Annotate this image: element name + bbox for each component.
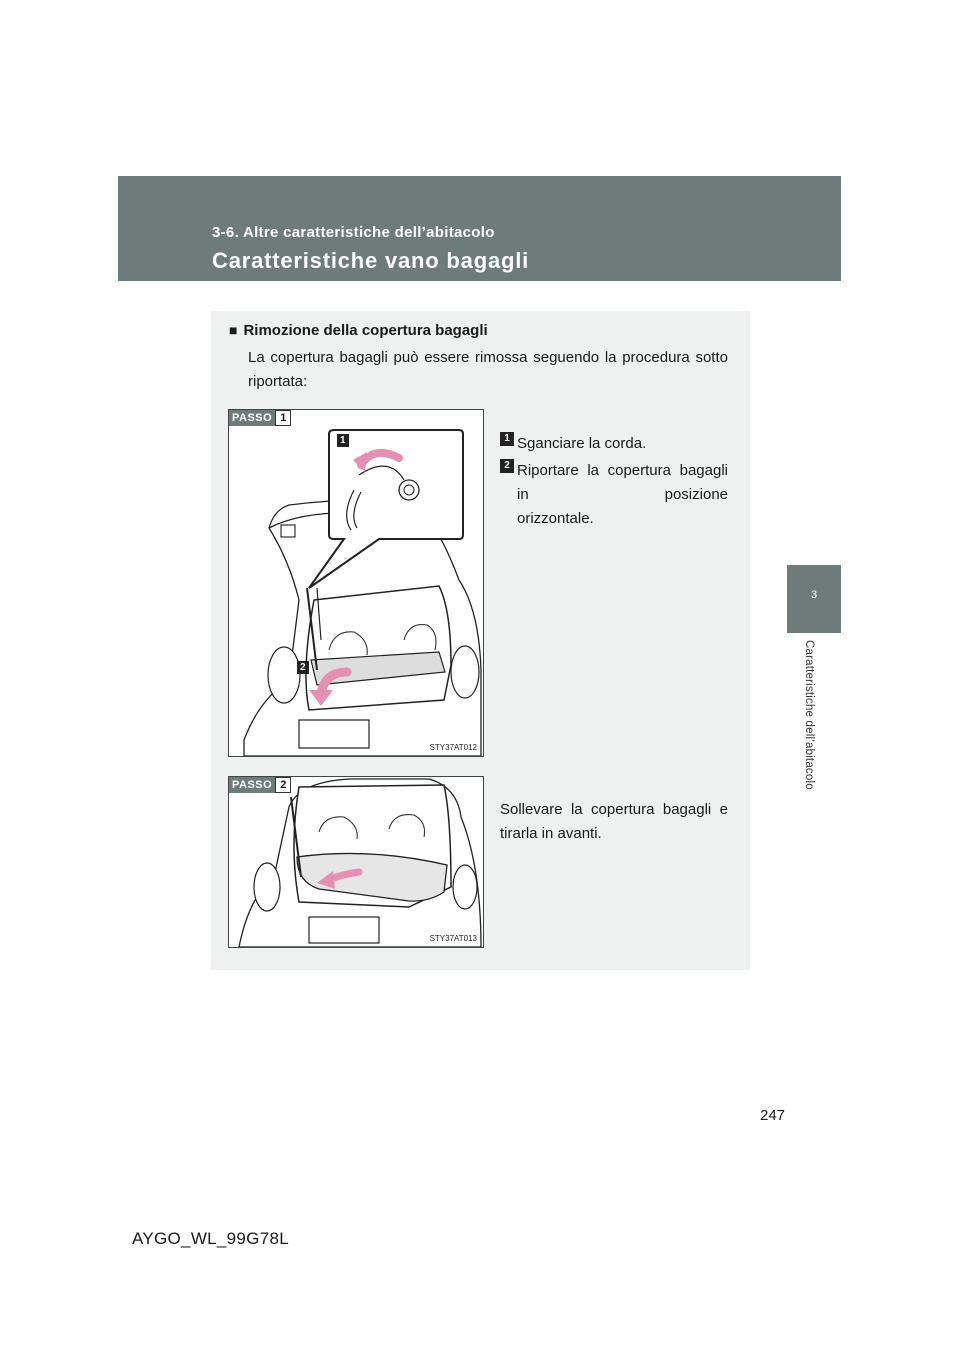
- step-number: 1: [275, 410, 292, 426]
- chapter-number: 3: [810, 589, 818, 601]
- instruction-text: Riportare la copertura bagagli in posizi…: [517, 462, 728, 503]
- step-word: PASSO: [229, 777, 276, 793]
- number-badge: 1: [500, 432, 514, 446]
- step-word: PASSO: [229, 410, 276, 426]
- callout-2-label: 2: [300, 662, 306, 673]
- heading-text: Rimozione della copertura bagagli: [243, 322, 488, 339]
- callout-1-label: 1: [340, 435, 346, 446]
- square-bullet-icon: ■: [229, 322, 238, 338]
- section-title: 3-6. Altre caratteristiche dell’abitacol…: [212, 224, 495, 241]
- intro-paragraph: La copertura bagagli può essere rimossa …: [248, 349, 728, 390]
- figure-code: STY37AT012: [429, 743, 477, 752]
- footer-code: AYGO_WL_99G78L: [132, 1229, 289, 1248]
- page-title: Caratteristiche vano bagagli: [212, 248, 530, 273]
- instruction-2: 2 Riportare la copertura bagagli in posi…: [500, 459, 728, 531]
- step-number: 2: [275, 777, 292, 793]
- number-badge: 2: [500, 459, 514, 473]
- section-heading: ■ Rimozione della copertura bagagli: [229, 322, 488, 339]
- figure-code: STY37AT013: [429, 934, 477, 943]
- instruction-1: 1 Sganciare la corda.: [500, 432, 728, 456]
- page-number: 247: [760, 1107, 786, 1124]
- instruction-text-end: orizzontale.: [517, 510, 594, 527]
- chapter-label: Caratteristiche dell’abitacolo: [803, 640, 815, 790]
- car-trunk-illustration: [243, 429, 482, 756]
- car-trunk-illustration-2: [238, 778, 482, 947]
- chapter-tab[interactable]: 3: [787, 565, 841, 633]
- chapter-header: 3-6. Altre caratteristiche dell’abitacol…: [118, 176, 841, 281]
- instruction-text: Sganciare la corda.: [517, 435, 647, 452]
- instruction-step-2: Sollevare la copertura bagagli e tirarla…: [500, 801, 728, 842]
